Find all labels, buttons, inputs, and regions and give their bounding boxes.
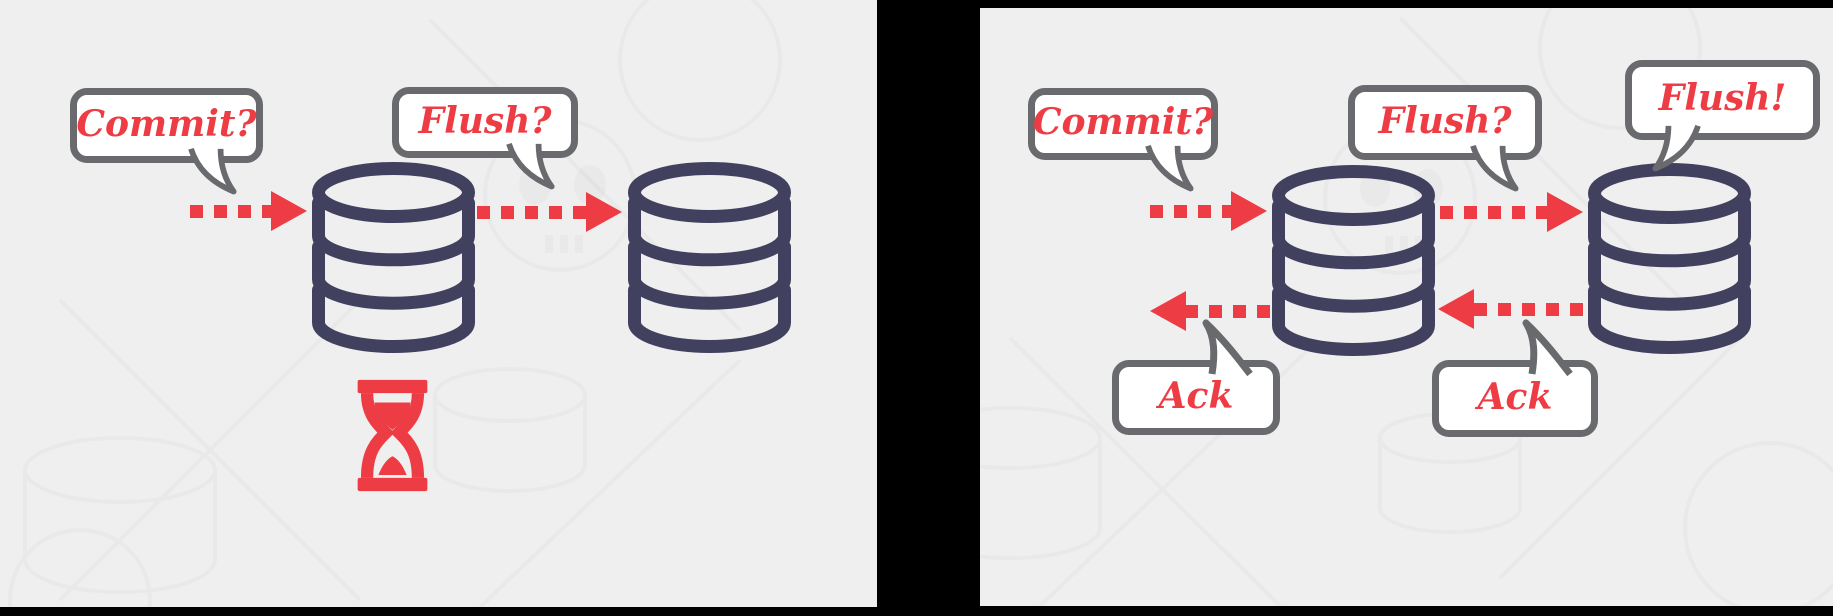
arrow-dashes (477, 205, 586, 219)
arrowhead-right-icon (1231, 191, 1267, 231)
flush-request-arrow (477, 192, 622, 232)
replica-database-icon (1588, 163, 1751, 354)
flush-question-bubble: Flush? (392, 87, 578, 190)
speech-tail-down-right-icon (506, 142, 555, 190)
flush-confirm-label: Flush! (1658, 77, 1787, 119)
arrow-dashes (190, 204, 271, 218)
speech-tail-down-right-icon (1144, 144, 1194, 192)
ack-bubble-primary: Ack (1112, 319, 1280, 435)
primary-database-icon (312, 162, 475, 353)
commit-question-label: Commit? (1032, 101, 1214, 143)
flush-confirm-bubble: Flush! (1625, 60, 1820, 172)
left-panel-waiting-scenario: Commit? Flush? (0, 0, 877, 607)
commit-request-arrow (1150, 191, 1267, 231)
speech-tail-up-icon (1522, 319, 1573, 377)
commit-question-bubble: Commit? (1028, 88, 1218, 192)
speech-tail-down-right-icon (188, 147, 237, 195)
primary-database-icon (1272, 165, 1435, 356)
ack-response-arrow-client (1150, 291, 1270, 331)
arrowhead-right-icon (1547, 192, 1583, 232)
arrowhead-left-icon (1150, 291, 1186, 331)
arrow-dashes (1150, 204, 1231, 218)
replica-database-icon (628, 162, 791, 353)
right-panel-ack-scenario: Commit? Flush? Flush! Ack Ack (980, 8, 1833, 606)
arrow-dashes (1186, 304, 1270, 318)
flush-request-arrow (1440, 192, 1583, 232)
speech-tail-down-left-icon (1652, 124, 1701, 172)
commit-question-label: Commit? (76, 102, 257, 145)
arrow-dashes (1474, 302, 1583, 316)
arrowhead-left-icon (1438, 289, 1474, 329)
speech-tail-up-icon (1202, 319, 1253, 377)
flush-question-bubble: Flush? (1348, 85, 1542, 192)
arrowhead-right-icon (586, 192, 622, 232)
ack-label: Ack (1477, 375, 1553, 418)
ack-label: Ack (1158, 374, 1234, 417)
flush-question-label: Flush? (418, 99, 552, 142)
commit-request-arrow (190, 191, 307, 231)
ack-bubble-replica: Ack (1432, 319, 1598, 437)
arrowhead-right-icon (271, 191, 307, 231)
hourglass-waiting-icon (352, 378, 433, 493)
commit-question-bubble: Commit? (70, 88, 263, 195)
arrow-dashes (1440, 205, 1547, 219)
speech-tail-down-right-icon (1470, 144, 1519, 192)
ack-response-arrow-replica (1438, 289, 1583, 329)
flush-question-label: Flush? (1378, 99, 1512, 142)
